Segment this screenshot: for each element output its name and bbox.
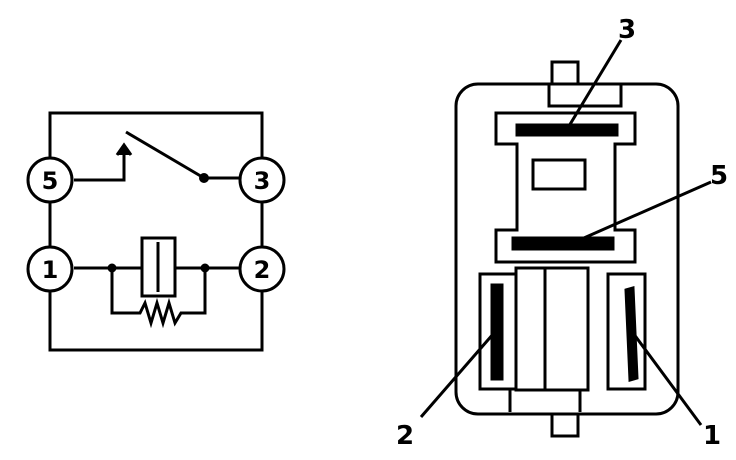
- leader-5: [567, 180, 712, 247]
- resistor-branch: [110, 268, 207, 329]
- terminal-2-circle: [238, 245, 286, 293]
- leader-1: [631, 332, 703, 426]
- top-wire: [48, 111, 264, 158]
- leader-2: [419, 332, 496, 418]
- pin-pocket-1: [606, 272, 647, 391]
- terminal-circles: [26, 156, 286, 293]
- callout-3-label: 3: [618, 15, 636, 45]
- terminal-labels: 5 3 1 2: [42, 167, 271, 284]
- terminal-2-label: 2: [254, 256, 271, 284]
- coil-symbol: [140, 236, 177, 298]
- coil-junction-right: [200, 263, 210, 273]
- callout-5-label: 5: [710, 161, 728, 191]
- relay-housing: [419, 39, 712, 438]
- switch-arm: [125, 130, 205, 180]
- blade-5: [511, 236, 615, 251]
- blade-2: [490, 283, 504, 381]
- relay-schematic: [48, 111, 264, 352]
- blade-1: [624, 286, 639, 382]
- terminal-5-label: 5: [42, 167, 59, 195]
- bottom-wire: [48, 292, 264, 352]
- terminal-1-label: 1: [42, 256, 59, 284]
- terminal-1-circle: [26, 245, 74, 293]
- leader-3: [564, 39, 623, 132]
- callout-1-label: 1: [703, 421, 721, 451]
- bottom-channel: [508, 389, 582, 412]
- center-block: [514, 266, 590, 392]
- housing-callouts: 3 5 2 1: [396, 15, 728, 451]
- bottom-tab: [550, 410, 580, 438]
- contact-arrow: [115, 142, 133, 156]
- terminal-3-label: 3: [254, 167, 271, 195]
- bobbin-outline: [494, 111, 637, 264]
- callout-2-label: 2: [396, 421, 414, 451]
- terminal-3-circle: [238, 156, 286, 204]
- bobbin-window: [531, 158, 587, 191]
- coil-junction-left: [107, 263, 117, 273]
- switch-contact-wire: [74, 148, 126, 182]
- terminal-5-circle: [26, 156, 74, 204]
- top-pin-base: [547, 82, 623, 108]
